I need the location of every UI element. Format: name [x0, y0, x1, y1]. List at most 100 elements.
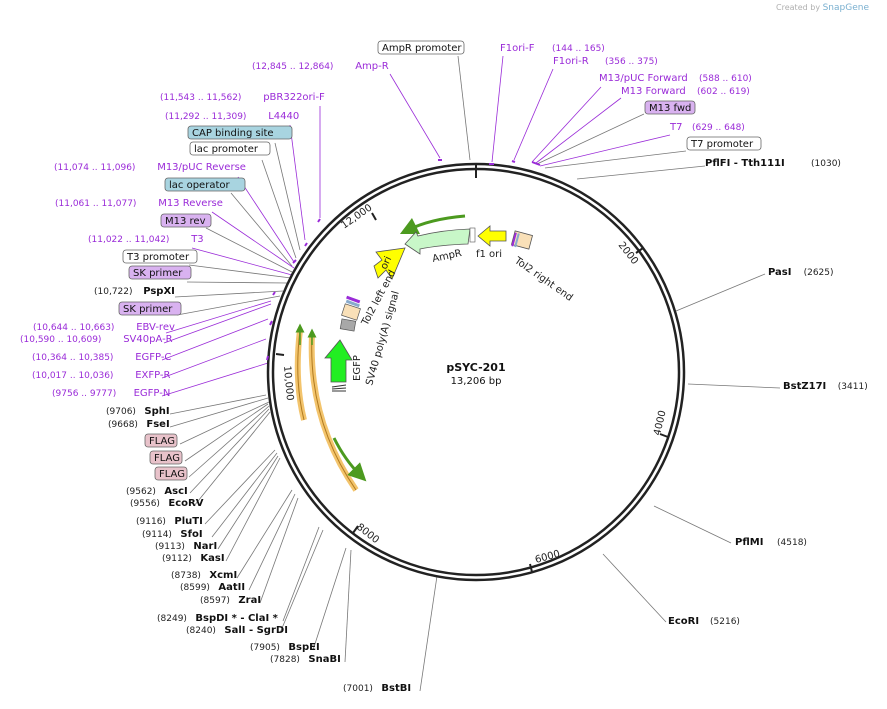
label-pflmi[interactable]: PflMI(4518) [735, 537, 807, 548]
label-text: SphI [144, 406, 169, 417]
label-flag-1[interactable]: FLAG [144, 433, 178, 448]
label-m13puc-forward[interactable]: M13/pUC Forward(588 .. 610) [599, 73, 752, 84]
label-ebv-rev[interactable]: (10,644 .. 10,663)EBV-rev [33, 322, 175, 333]
label-pluti[interactable]: (9116) PluTI [136, 516, 203, 527]
label-range: (8249) [157, 614, 187, 624]
label-range: (7905) [250, 643, 280, 653]
label-t7[interactable]: T7(629 .. 648) [669, 122, 745, 133]
label-sk-primer-2[interactable]: SK primer [118, 301, 182, 316]
label-range: (7001) [343, 684, 373, 694]
egfp-feature[interactable] [324, 339, 353, 383]
label-sv40pa-r[interactable]: (10,590 .. 10,609)SV40pA-R [20, 334, 173, 345]
label-text: T7 [669, 122, 682, 133]
label-ecori[interactable]: EcoRI(5216) [668, 616, 740, 627]
label-nari[interactable]: (9113)NarI [155, 541, 217, 552]
label-aatii[interactable]: (8599)AatII [180, 582, 245, 593]
label-egfp-c[interactable]: (10,364 .. 10,385)EGFP-C [32, 352, 171, 363]
label-cap-binding-site[interactable]: CAP binding site [187, 125, 293, 140]
label-bstbi[interactable]: (7001)BstBI [343, 683, 411, 694]
label-text: M13 Reverse [158, 198, 223, 209]
label-text: EcoRI [668, 616, 699, 627]
label-bspdi-clai[interactable]: (8249) BspDI * - ClaI * [157, 613, 279, 624]
label-flag-3[interactable]: FLAG [154, 466, 188, 481]
ampr-label: AmpR [431, 248, 463, 265]
label-t3-promoter[interactable]: T3 promoter [122, 249, 198, 264]
tick-marks [275, 165, 669, 573]
label-text: M13 Forward [621, 86, 686, 97]
label-range: (12,845 .. 12,864) [252, 62, 333, 72]
label-t3[interactable]: (11,022 .. 11,042)T3 [88, 234, 204, 245]
label-text: BspDI * - ClaI * [195, 613, 278, 624]
label-ampr-promoter[interactable]: AmpR promoter [377, 40, 465, 55]
label-range: (9113) [155, 542, 185, 552]
label-text: SalI - SgrDI [224, 625, 288, 636]
label-text: AatII [218, 582, 245, 593]
label-exfp-r[interactable]: (10,017 .. 10,036)EXFP-R [32, 370, 171, 381]
label-text: BspEI [288, 642, 319, 653]
label-kasi[interactable]: (9112)KasI [162, 553, 225, 564]
label-text: PflMI [735, 537, 763, 548]
label-sphi[interactable]: (9706)SphI [106, 406, 170, 417]
ampr-feature[interactable] [404, 228, 471, 255]
label-range: (10,590 .. 10,609) [20, 335, 101, 345]
label-ecorv[interactable]: (9556) EcoRV [130, 498, 204, 509]
label-range: (11,074 .. 11,096) [54, 163, 135, 173]
label-lac-operator[interactable]: lac operator [164, 177, 246, 192]
label-text: T3 [190, 234, 203, 245]
label-fsei[interactable]: (9668)FseI [108, 419, 170, 430]
label-range: (9116) [136, 517, 166, 527]
label-pflfi-tth111i[interactable]: PflFI - Tth111I(1030) [705, 158, 841, 169]
label-text: F1ori-R [553, 56, 589, 67]
label-xcmi[interactable]: (8738)XcmI [171, 570, 237, 581]
label-text: AmpR promoter [382, 43, 462, 54]
label-range: (11,543 .. 11,562) [160, 93, 241, 103]
label-range: (9668) [108, 420, 138, 430]
label-sk-primer-1[interactable]: SK primer [128, 265, 192, 280]
label-text: lac promoter [194, 144, 259, 155]
label-pbr322ori-f[interactable]: (11,543 .. 11,562)pBR322ori-F [160, 92, 325, 103]
label-asci[interactable]: (9562)AscI [126, 486, 188, 497]
tol2-left-end-feature[interactable] [339, 295, 361, 332]
label-text: ZraI [238, 595, 261, 606]
label-pasi[interactable]: PasI(2625) [768, 267, 834, 278]
label-range: (2625) [804, 268, 834, 278]
label-snabi[interactable]: (7828)SnaBI [270, 654, 341, 665]
label-t7-promoter[interactable]: T7 promoter [686, 136, 762, 151]
ori-feature[interactable] [373, 247, 406, 280]
label-text: F1ori-F [500, 43, 535, 54]
label-egfp-n[interactable]: (9756 .. 9777)EGFP-N [52, 388, 170, 399]
label-lac-promoter[interactable]: lac promoter [189, 141, 271, 156]
f1-ori-feature[interactable] [477, 225, 507, 247]
primer-marks [266, 159, 541, 361]
label-text: EcoRV [168, 498, 203, 509]
label-bspei[interactable]: (7905) BspEI [250, 642, 320, 653]
label-m13puc-reverse[interactable]: (11,074 .. 11,096) M13/pUC Reverse [54, 162, 246, 173]
label-range: (144 .. 165) [552, 44, 605, 54]
label-range: (9556) [130, 499, 160, 509]
label-flag-2[interactable]: FLAG [149, 450, 183, 465]
label-m13-fwd[interactable]: M13 fwd [644, 100, 696, 115]
ampr-promoter-feature[interactable] [469, 227, 476, 243]
label-m13-rev[interactable]: M13 rev [160, 213, 212, 228]
label-pspxi[interactable]: (10,722)PspXI [94, 286, 175, 297]
label-m13-forward[interactable]: M13 Forward(602 .. 619) [621, 86, 750, 97]
label-text: PluTI [174, 516, 202, 527]
label-text: EGFP-C [135, 352, 171, 363]
ori-label: ori [379, 255, 394, 271]
orange-arc-features[interactable] [294, 329, 359, 492]
label-m13-reverse[interactable]: (11,061 .. 11,077)M13 Reverse [55, 198, 223, 209]
label-text: M13/pUC Reverse [157, 162, 246, 173]
label-zrai[interactable]: (8597)ZraI [200, 595, 261, 606]
label-f1ori-f[interactable]: F1ori-F (144 .. 165) [500, 43, 605, 54]
label-f1ori-r[interactable]: F1ori-R(356 .. 375) [553, 56, 658, 67]
label-text: FLAG [154, 453, 180, 464]
label-range: (10,722) [94, 287, 133, 297]
label-amp-r[interactable]: (12,845 .. 12,864)Amp-R [252, 61, 389, 72]
label-l4440[interactable]: (11,292 .. 11,309)L4440 [165, 111, 299, 122]
label-sfoi[interactable]: (9114)SfoI [142, 529, 203, 540]
label-bstz17i[interactable]: BstZ17I(3411) [783, 381, 868, 392]
label-sali-sgrdi[interactable]: (8240)SalI - SgrDI [186, 625, 288, 636]
label-text: SfoI [180, 529, 202, 540]
label-text: XcmI [209, 570, 237, 581]
